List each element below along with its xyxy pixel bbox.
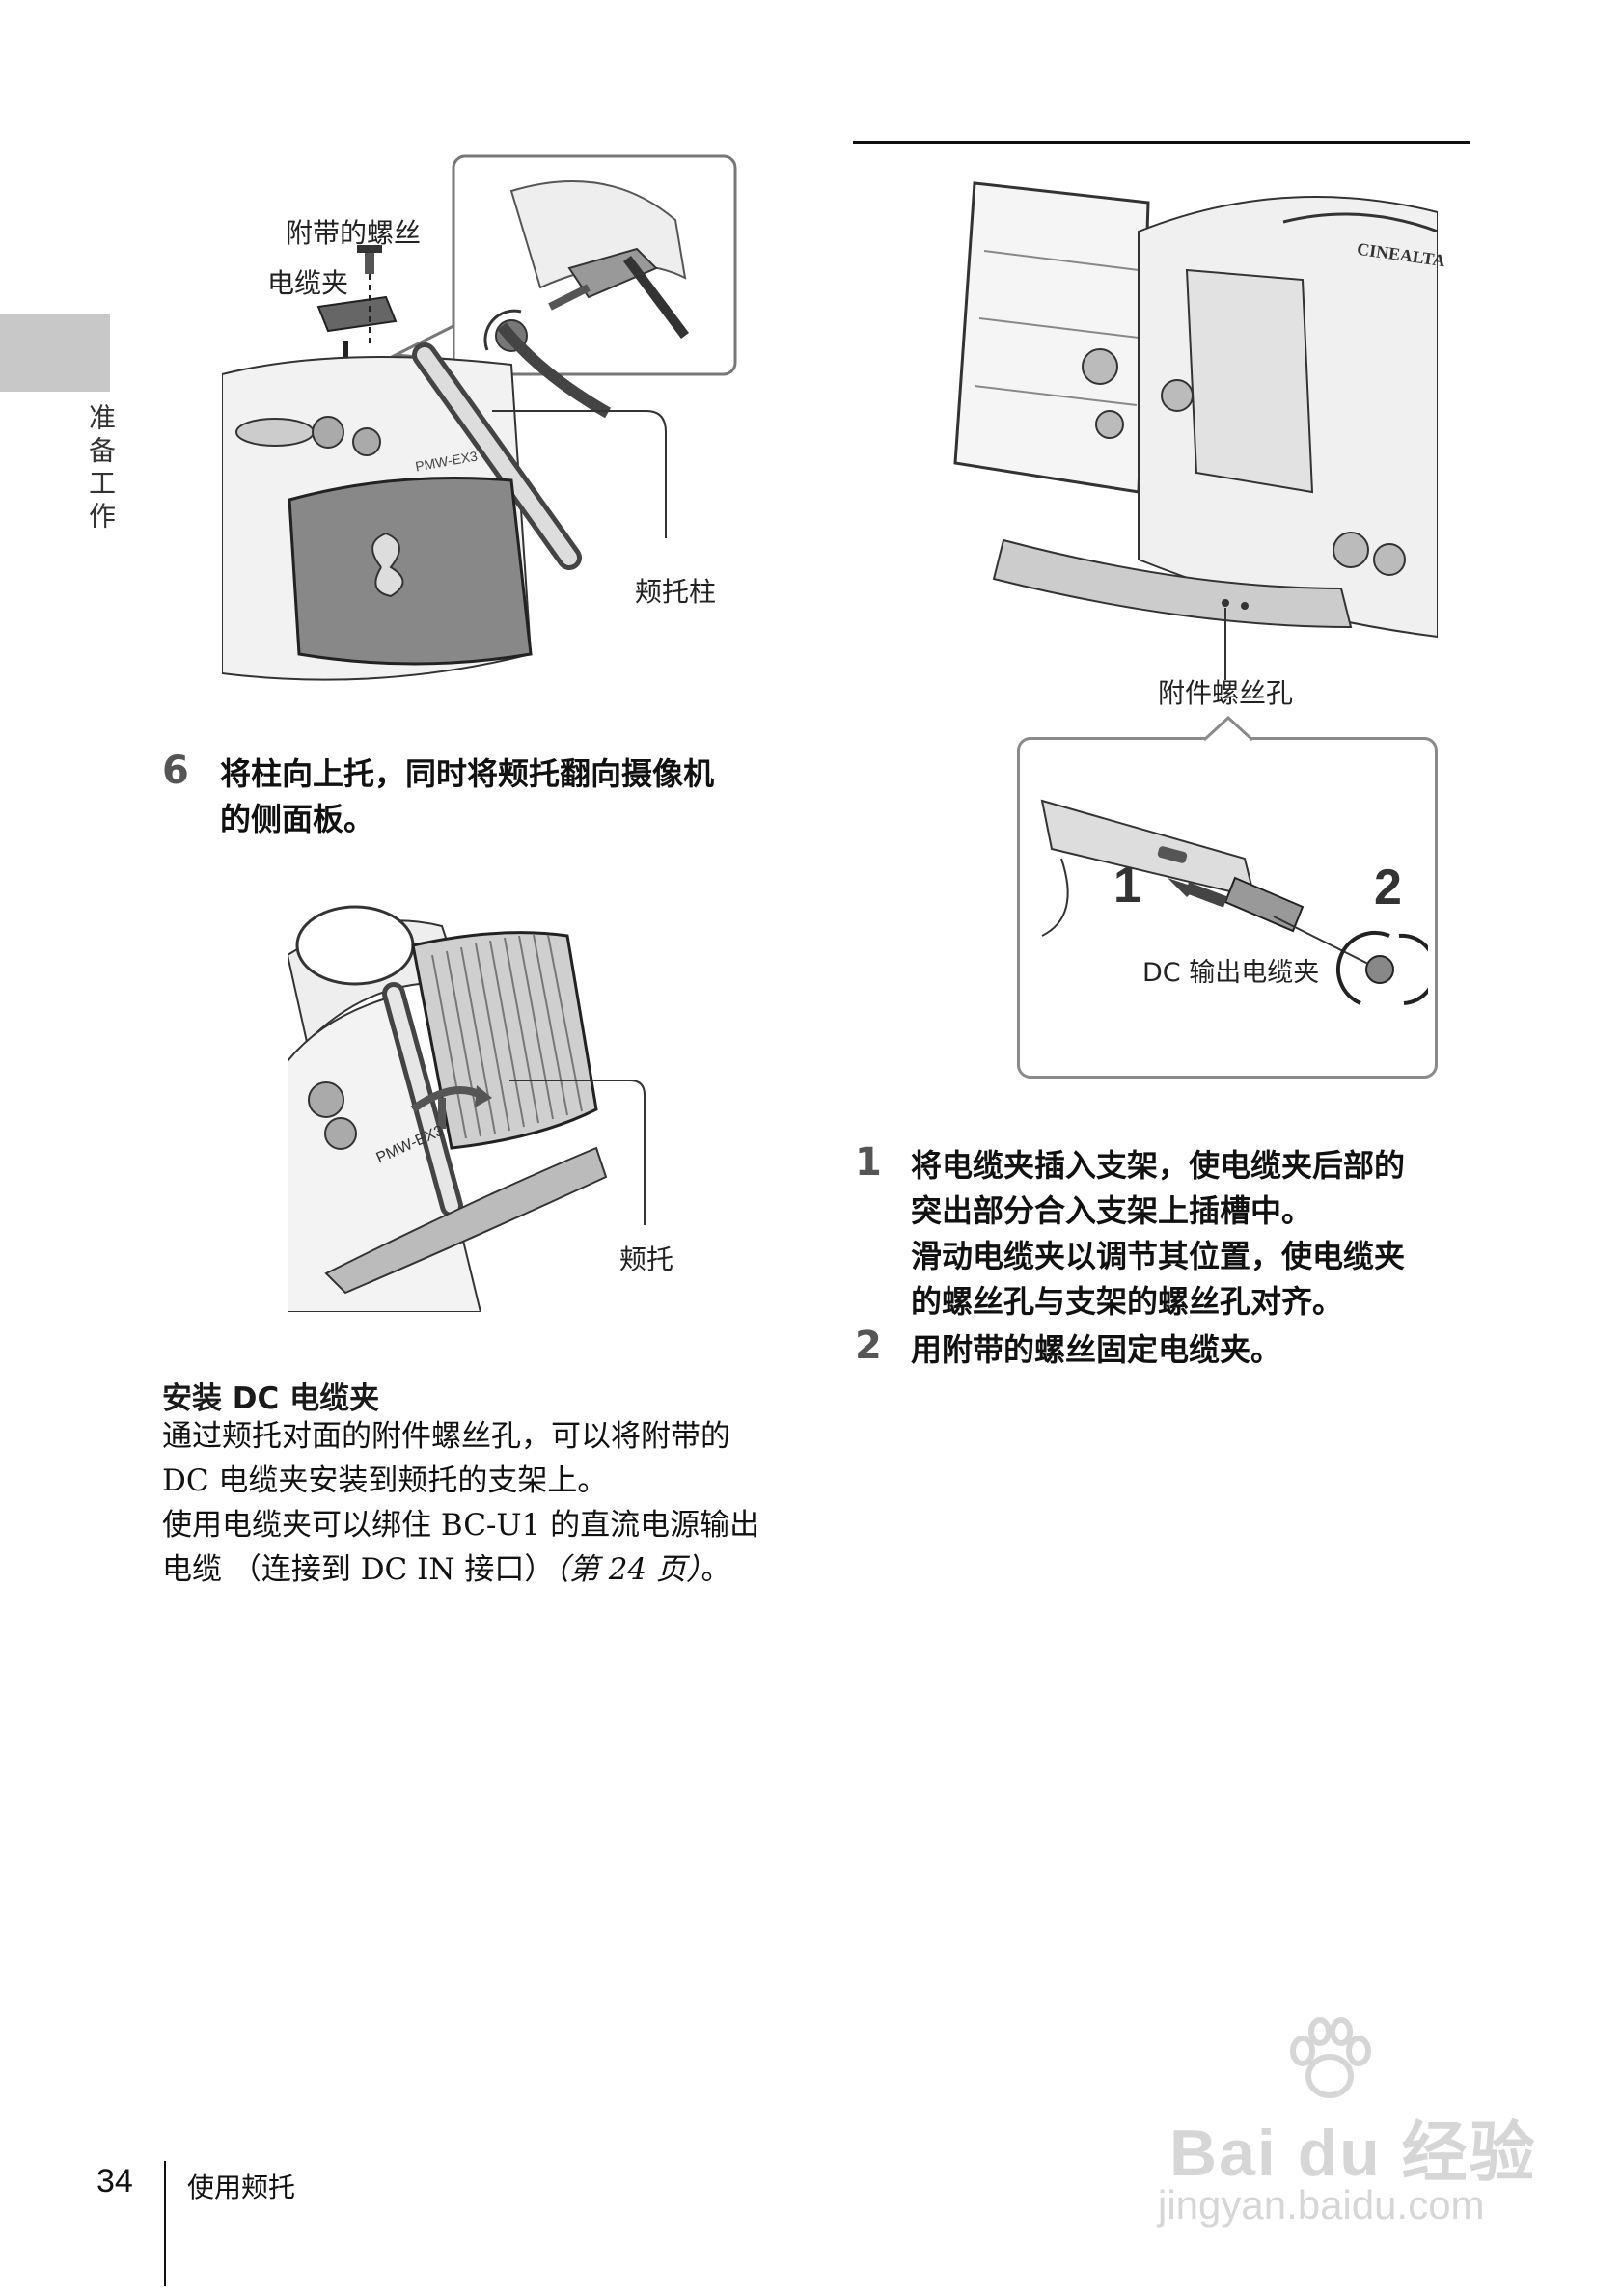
chapter-label: 准备工作 [85, 403, 117, 534]
footer-divider [164, 2161, 166, 2286]
step-2-number: 2 [855, 1324, 882, 1368]
footer-title: 使用颊托 [187, 2172, 296, 2203]
body-line: 通过颊托对面的附件螺丝孔，可以将附带的 [162, 1419, 730, 1454]
step-1-line: 的螺丝孔与支架的螺丝孔对齐。 [911, 1283, 1344, 1320]
callout-step-2: 2 [1374, 860, 1402, 916]
body-line-end: 。 [701, 1552, 731, 1587]
label-cheek-pole: 颊托柱 [635, 576, 717, 608]
figure-camera-accessory-hole [953, 181, 1438, 680]
step-1-line: 滑动电缆夹以调节其位置，使电缆夹 [911, 1238, 1406, 1274]
section-body: 通过颊托对面的附件螺丝孔，可以将附带的 DC 电缆夹安装到颊托的支架上。 使用电… [162, 1414, 780, 1592]
step-6-text: 将柱向上托，同时将颊托翻向摄像机 的侧面板。 [220, 752, 714, 842]
step-6-line: 的侧面板。 [220, 801, 375, 837]
page-ref-link[interactable]: （第 24 页） [554, 1552, 701, 1587]
figure-cheek-pole-clip [222, 154, 737, 681]
step-6-line: 将柱向上托，同时将颊托翻向摄像机 [220, 755, 715, 792]
step-1-text: 将电缆夹插入支架，使电缆夹后部的 突出部分合入支架上插槽中。 滑动电缆夹以调节其… [911, 1143, 1405, 1325]
section-title: 安装 DC 电缆夹 [162, 1381, 380, 1416]
body-line: DC 电缆夹安装到颊托的支架上。 [162, 1463, 608, 1498]
label-supplied-screw: 附带的螺丝 [286, 217, 422, 249]
label-cheek-pad: 颊托 [619, 1244, 674, 1275]
chapter-tab [0, 314, 110, 392]
step-6-number: 6 [162, 749, 189, 793]
body-line-text: 电缆 （连接到 DC IN 接口） [162, 1552, 555, 1587]
watermark-url: jingyan.baidu.com [1158, 2182, 1485, 2228]
label-dc-clip: DC 输出电缆夹 [1142, 958, 1320, 988]
figure-cheek-pad-flip [288, 905, 646, 1312]
body-line-with-ref: 电缆 （连接到 DC IN 接口）（第 24 页）。 [162, 1547, 780, 1592]
step-1-line: 将电缆夹插入支架，使电缆夹后部的 [911, 1147, 1406, 1184]
callout-step-1: 1 [1113, 858, 1141, 914]
column-rule [853, 141, 1470, 144]
callout-pointer [1204, 716, 1252, 741]
figure-clip-install [1040, 799, 1428, 1005]
step-2-line: 用附带的螺丝固定电缆夹。 [911, 1331, 1282, 1368]
step-1-number: 1 [855, 1140, 882, 1185]
step-2-text: 用附带的螺丝固定电缆夹。 [911, 1327, 1281, 1373]
baidu-paw-icon [1290, 2017, 1371, 2098]
body-line: 使用电缆夹可以绑住 BC-U1 的直流电源输出 [162, 1508, 760, 1543]
page-number: 34 [96, 2163, 133, 2200]
label-cable-clip: 电缆夹 [267, 267, 349, 299]
watermark-brand: Bai du 经验 [1169, 2117, 1537, 2190]
label-accessory-hole: 附件螺丝孔 [1158, 677, 1294, 709]
step-1-line: 突出部分合入支架上插槽中。 [911, 1192, 1313, 1229]
